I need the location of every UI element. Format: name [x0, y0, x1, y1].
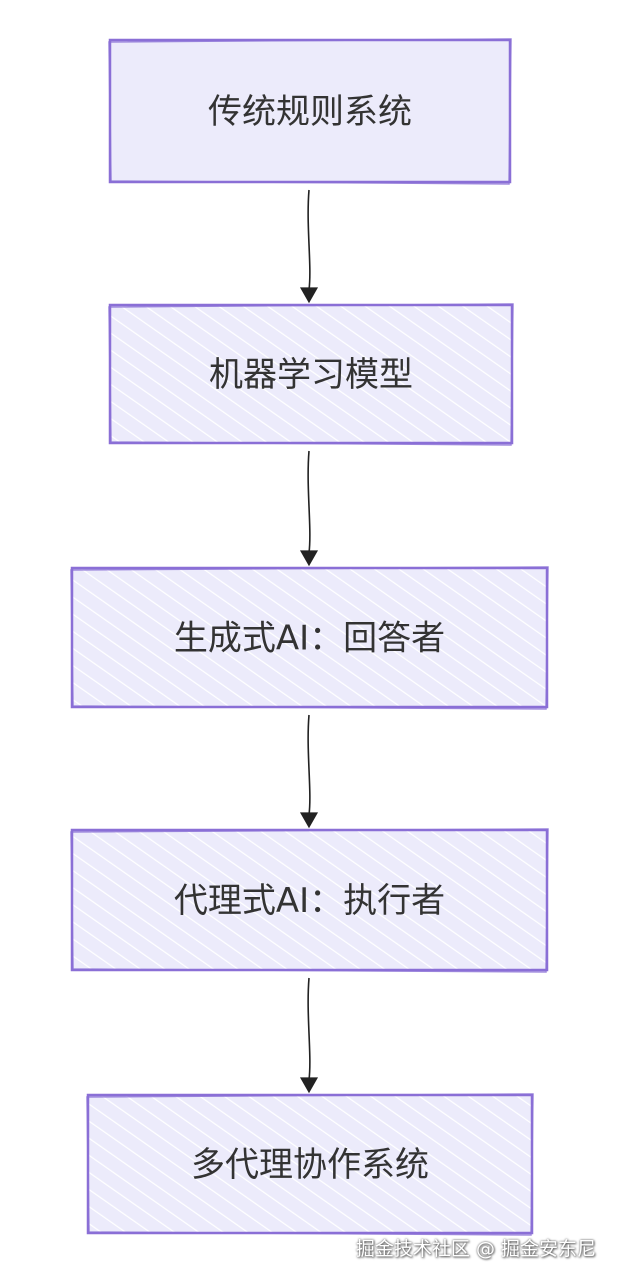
- node-n2: 机器学习模型: [108, 303, 514, 446]
- node-label: 代理式AI：执行者: [174, 881, 445, 921]
- edge-line: [307, 450, 311, 554]
- node-outline-sketch: [86, 1093, 534, 1236]
- node-label: 多代理协作系统: [191, 1145, 429, 1185]
- watermark: 掘金技术社区 @ 掘金安东尼: [355, 1238, 596, 1260]
- arrowhead-icon: [299, 1077, 319, 1094]
- node-n1: 传统规则系统: [108, 38, 512, 185]
- node-box: [108, 38, 512, 184]
- edge-line: [307, 977, 311, 1081]
- node-box: [70, 828, 549, 972]
- edge-n4-n5: [299, 977, 319, 1094]
- edge-n2-n3: [299, 450, 319, 567]
- node-n3: 生成式AI：回答者: [70, 566, 549, 710]
- node-label: 生成式AI：回答者: [174, 619, 445, 659]
- node-n4: 代理式AI：执行者: [70, 828, 549, 973]
- arrowhead-icon: [299, 812, 319, 829]
- node-label: 机器学习模型: [209, 355, 413, 395]
- arrowhead-icon: [299, 550, 319, 567]
- node-label: 传统规则系统: [208, 92, 412, 132]
- node-outline-sketch: [70, 828, 549, 973]
- edge-line: [307, 189, 311, 291]
- edge-n1-n2: [299, 189, 319, 304]
- node-outline-sketch: [108, 303, 514, 446]
- edge-line: [307, 714, 311, 816]
- node-outline-sketch: [108, 38, 512, 185]
- node-outline-sketch: [70, 566, 549, 710]
- node-box: [108, 303, 514, 445]
- arrowhead-icon: [299, 287, 319, 304]
- node-n5: 多代理协作系统: [86, 1093, 534, 1236]
- edge-n3-n4: [299, 714, 319, 829]
